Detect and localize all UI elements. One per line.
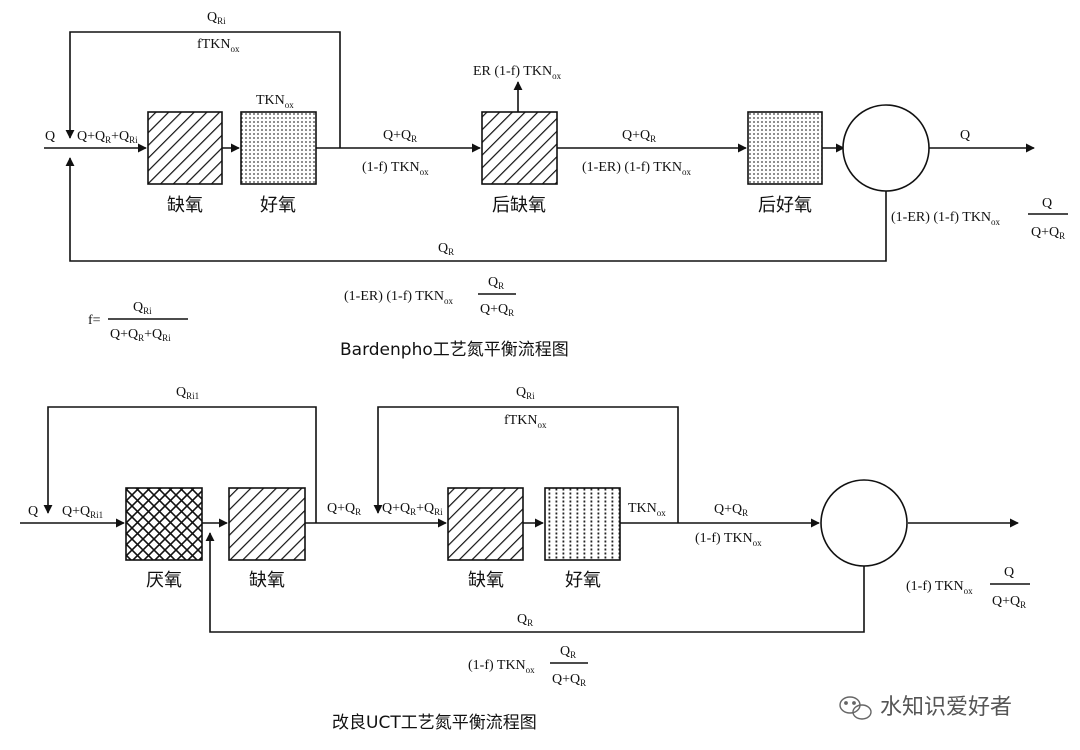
- uct-tank-label-anoxic-2: 缺氧: [468, 570, 504, 591]
- label-out-den: Q+QR: [1031, 225, 1065, 241]
- uct-tank-anaerobic: [125, 487, 203, 561]
- uct-tank-label-aerobic: 好氧: [565, 570, 601, 591]
- tank-post-anoxic: [481, 111, 558, 185]
- uct-label-q-qr-mid: Q+QR: [327, 501, 361, 517]
- uct-labels: QRi1 QRi fTKNox Q Q+QRi1 Q+QR Q+QR+QRi T…: [28, 385, 1026, 733]
- label-q-qr-1: Q+QR: [383, 128, 417, 144]
- sludge-return-loop: [65, 157, 887, 262]
- clarifier: [842, 104, 930, 192]
- uct-tank-anoxic-2: [447, 487, 524, 561]
- tank-anoxic: [147, 111, 223, 185]
- label-qri-top: QRi: [207, 10, 226, 26]
- label-q-qr-2: Q+QR: [622, 128, 656, 144]
- tank-label-aerobic: 好氧: [260, 195, 296, 216]
- watermark: 水知识爱好者: [839, 695, 1012, 720]
- label-er-f-tkn: (1-ER) (1-f) TKNox: [582, 160, 692, 177]
- uct-label-q-qri1: Q+QRi1: [62, 504, 103, 520]
- label-q-in: Q: [45, 129, 55, 144]
- label-ftkn: fTKNox: [197, 37, 240, 54]
- wechat-icon: [839, 696, 872, 720]
- uct-label-ret-den: Q+QR: [552, 672, 586, 688]
- label-f-tkn-1: (1-f) TKNox: [362, 160, 429, 177]
- uct-label-qri1-top: QRi1: [176, 385, 199, 401]
- uct-label-q-in: Q: [28, 504, 38, 519]
- label-qr-return: QR: [438, 241, 454, 257]
- uct-label-ftkn: fTKNox: [504, 413, 547, 430]
- tank-aerobic: [240, 111, 317, 185]
- label-er: ER (1-f) TKNox: [473, 64, 562, 81]
- label-ret-expr: (1-ER) (1-f) TKNox: [344, 289, 454, 306]
- uct-label-out-den: Q+QR: [992, 594, 1026, 610]
- tank-post-aerobic: [747, 111, 823, 185]
- watermark-text: 水知识爱好者: [880, 695, 1012, 720]
- tank-label-post-aerobic: 后好氧: [758, 195, 812, 216]
- uct-sludge-return-loop: [205, 532, 865, 633]
- label-tkn: TKNox: [256, 93, 294, 110]
- uct-label-ret-expr: (1-f) TKNox: [468, 658, 535, 675]
- caption-bardenpho: Bardenpho工艺氮平衡流程图: [340, 340, 569, 360]
- uct-label-ret-num: QR: [560, 644, 576, 660]
- label-out-expr: (1-ER) (1-f) TKNox: [891, 210, 1001, 227]
- uct-label-qr-return: QR: [517, 612, 533, 628]
- uct-label-f-tkn-out: (1-f) TKNox: [695, 531, 762, 548]
- formula-f-lhs: f=: [88, 313, 101, 328]
- uct-tank-label-anaerobic: 厌氧: [146, 570, 182, 591]
- formula-f-num: QRi: [133, 300, 152, 316]
- uct-label-out-num: Q: [1004, 565, 1014, 580]
- uct-clarifier: [820, 479, 908, 567]
- bardenpho-diagram: [44, 31, 1068, 320]
- label-ret-den: Q+QR: [480, 302, 514, 318]
- formula-f-den: Q+QR+QRi: [110, 327, 171, 343]
- label-mix-flow: Q+QR+QRi: [77, 129, 138, 145]
- uct-tank-label-anoxic-1: 缺氧: [249, 570, 285, 591]
- uct-tank-anoxic-1: [228, 487, 306, 561]
- uct-tank-aerobic: [544, 487, 621, 561]
- internal-recycle-loop: [65, 31, 341, 148]
- label-ret-num: QR: [488, 275, 504, 291]
- uct-label-q-qr-out: Q+QR: [714, 502, 748, 518]
- uct-label-tkn: TKNox: [628, 501, 666, 518]
- tank-label-post-anoxic: 后缺氧: [492, 195, 546, 216]
- uct-recycle-qri-loop: [373, 406, 679, 523]
- uct-label-out-expr: (1-f) TKNox: [906, 579, 973, 596]
- tank-label-anoxic: 缺氧: [167, 195, 203, 216]
- label-out-num: Q: [1042, 196, 1052, 211]
- uct-label-qri-top: QRi: [516, 385, 535, 401]
- uct-diagram: [20, 406, 1030, 664]
- bardenpho-labels: QRi fTKNox Q Q+QR+QRi TKNox ER (1-f) TKN…: [45, 10, 1065, 360]
- caption-uct: 改良UCT工艺氮平衡流程图: [332, 713, 537, 733]
- uct-recycle-qri1-loop: [43, 406, 317, 523]
- uct-label-mix-flow: Q+QR+QRi: [382, 501, 443, 517]
- label-q-out: Q: [960, 128, 970, 143]
